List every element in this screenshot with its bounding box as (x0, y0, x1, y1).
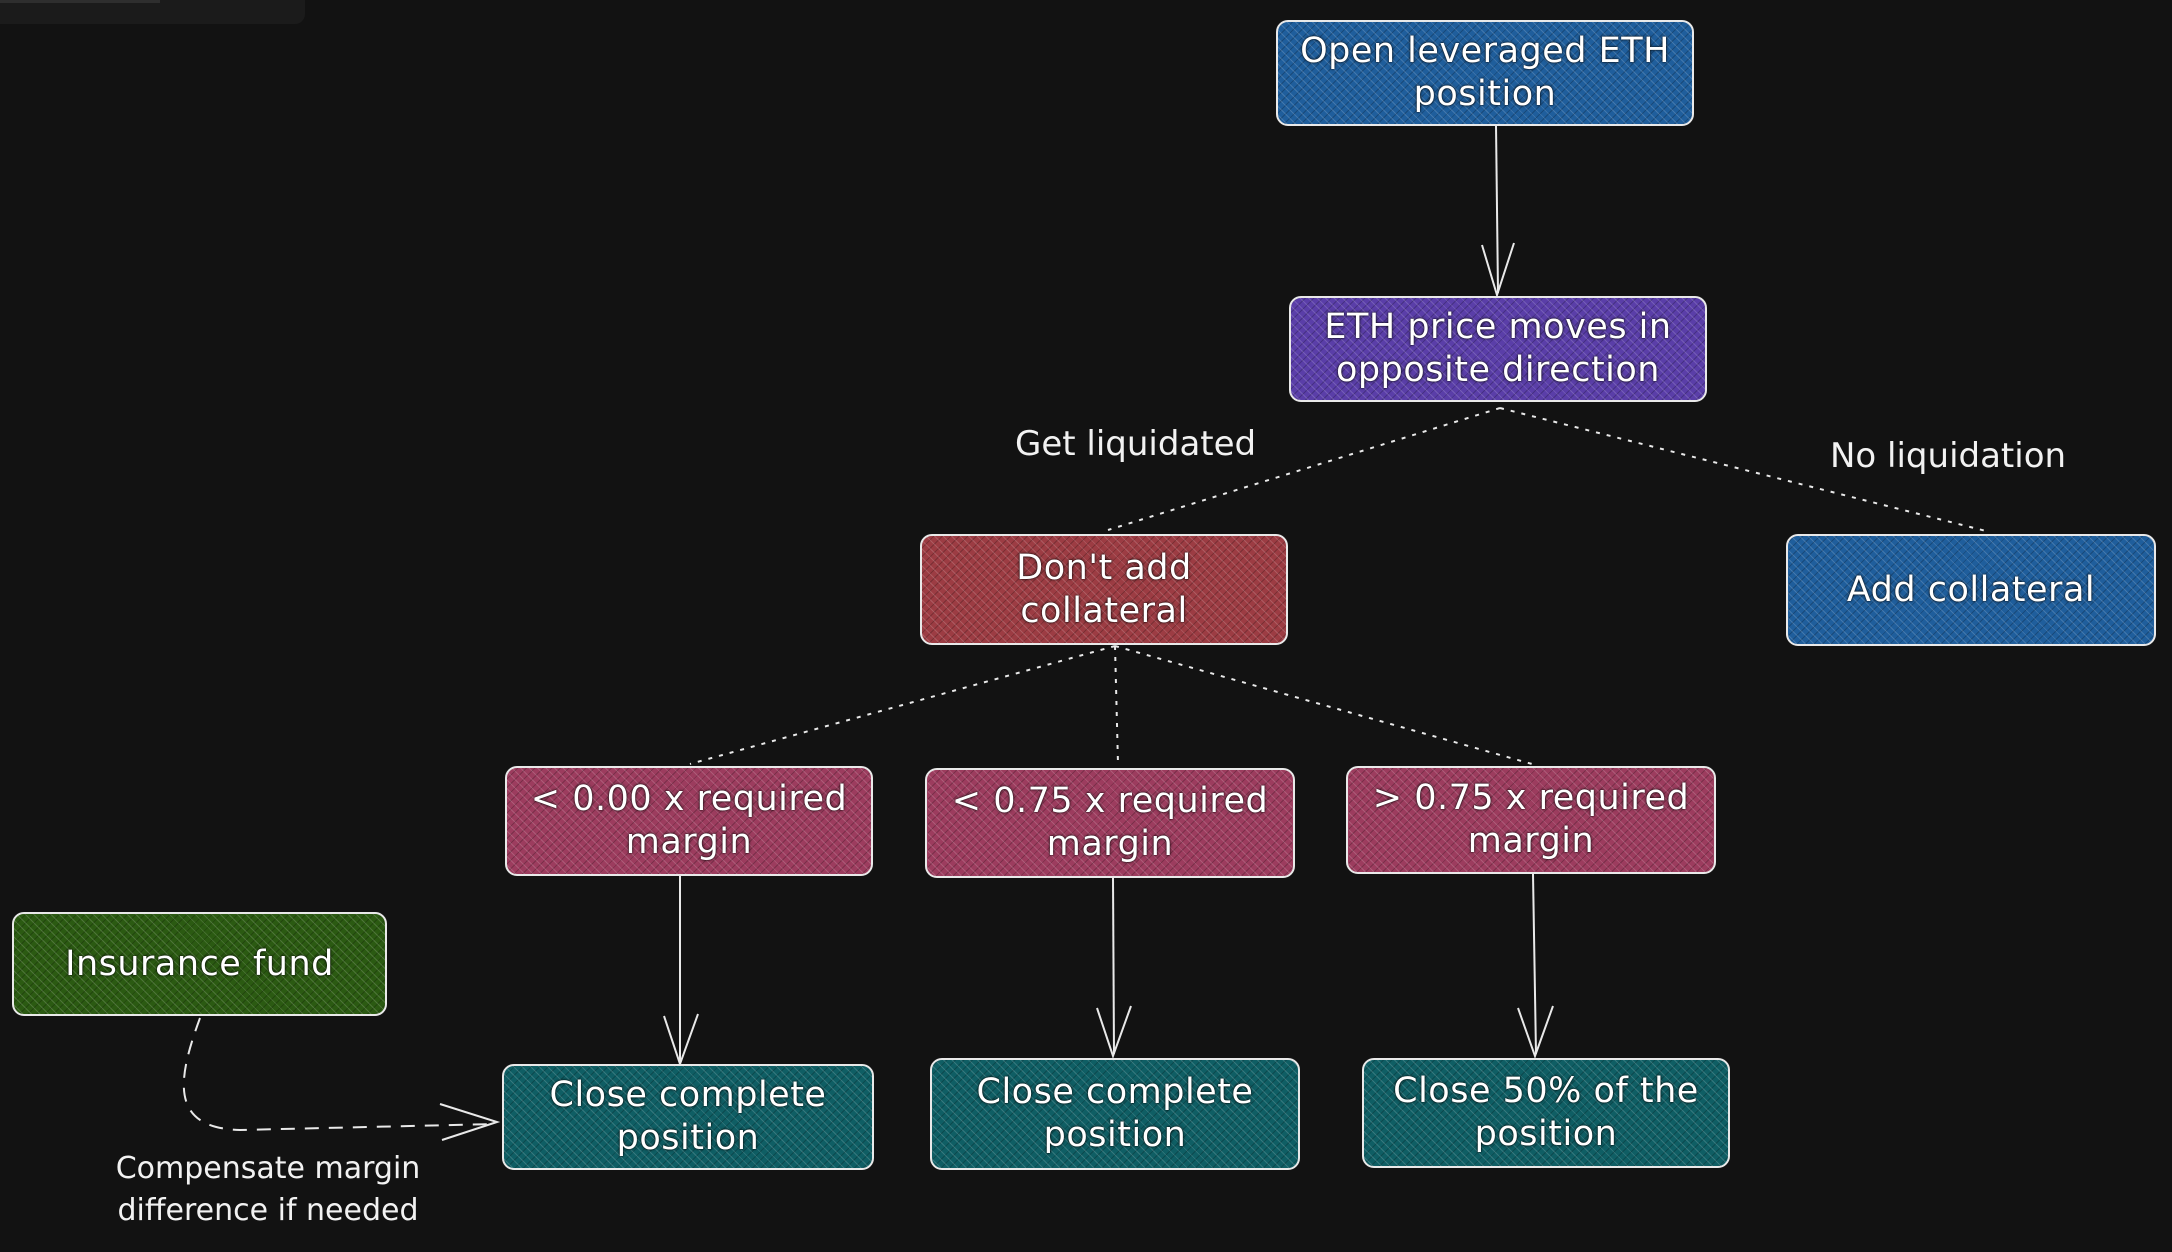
edge-open-to-price (1495, 124, 1499, 294)
node-price-moves[interactable]: ETH price moves in opposite direction (1289, 296, 1707, 402)
node-close-complete-1-label: Close complete position (549, 1075, 827, 1158)
edge-open-to-price-head (1481, 242, 1515, 299)
edge-price-to-add (1499, 407, 1991, 533)
edge-dont-to-above-075 (1114, 645, 1533, 765)
node-below-075-label: < 0.75 x required margin (951, 781, 1269, 864)
node-open-position[interactable]: Open leveraged ETH position (1276, 20, 1694, 126)
edge-label-compensate: Compensate margin difference if needed (115, 1151, 421, 1228)
node-above-075-label: > 0.75 x required margin (1372, 778, 1690, 861)
node-close-half-label: Close 50% of the position (1393, 1071, 1699, 1154)
toolbar-strip (0, 0, 305, 24)
edge-insurance-to-close (182, 1017, 496, 1132)
node-open-position-label: Open leveraged ETH position (1300, 31, 1670, 114)
node-dont-add-collateral[interactable]: Don't add collateral (920, 534, 1288, 645)
node-below-075[interactable]: < 0.75 x required margin (925, 768, 1295, 878)
edge-dont-to-below-zero (689, 645, 1116, 765)
node-dont-add-collateral-label: Don't add collateral (1016, 547, 1192, 631)
node-insurance-fund[interactable]: Insurance fund (12, 912, 387, 1016)
node-price-moves-label: ETH price moves in opposite direction (1324, 307, 1672, 390)
toolbar-strip-accent (0, 0, 160, 3)
edge-label-get-liquidated: Get liquidated (1015, 424, 1257, 464)
node-above-075[interactable]: > 0.75 x required margin (1346, 766, 1716, 874)
edge-dont-to-below-075 (1114, 645, 1119, 765)
node-below-zero[interactable]: < 0.00 x required margin (505, 766, 873, 876)
edge-above-075-to-close (1532, 873, 1537, 1055)
node-add-collateral-label: Add collateral (1846, 569, 2096, 610)
node-close-half[interactable]: Close 50% of the position (1362, 1058, 1730, 1168)
edge-price-to-dont (1107, 407, 1501, 531)
edge-above-075-to-close-head (1517, 1005, 1554, 1059)
node-close-complete-1[interactable]: Close complete position (502, 1064, 874, 1170)
node-close-complete-2-label: Close complete position (976, 1072, 1254, 1155)
edge-insurance-to-close-head (439, 1103, 501, 1141)
node-below-zero-label: < 0.00 x required margin (530, 779, 848, 862)
edge-below-075-to-close (1112, 877, 1115, 1055)
edge-label-no-liquidation: No liquidation (1830, 436, 2067, 476)
node-add-collateral[interactable]: Add collateral (1786, 534, 2156, 646)
node-insurance-fund-label: Insurance fund (65, 943, 334, 984)
edge-below-075-to-close-head (1096, 1005, 1132, 1060)
node-close-complete-2[interactable]: Close complete position (930, 1058, 1300, 1170)
